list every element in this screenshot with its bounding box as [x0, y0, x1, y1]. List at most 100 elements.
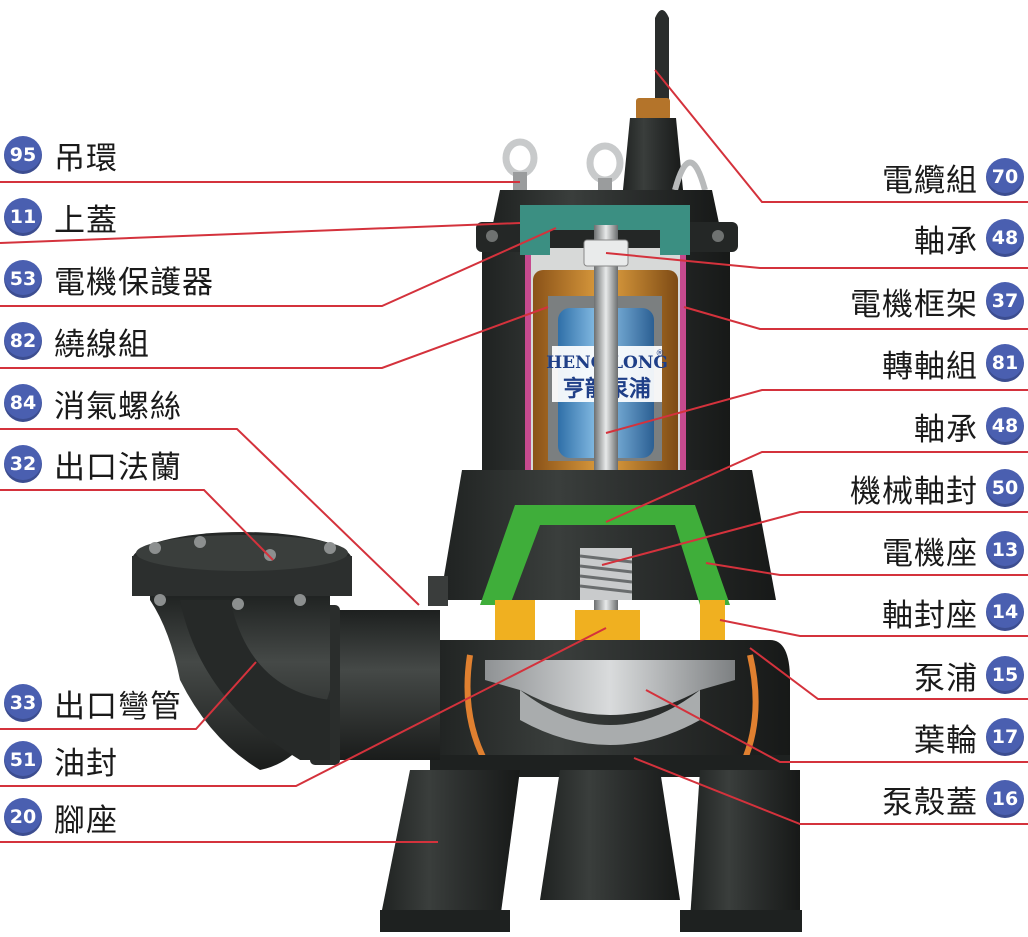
part-name: 出口彎管 — [54, 688, 182, 725]
part-name: 軸承 — [914, 411, 978, 448]
part-name: 油封 — [54, 745, 118, 782]
part-number-badge: 20 — [4, 798, 42, 836]
motor-seat-section — [480, 505, 730, 605]
leader-14 — [719, 619, 1028, 637]
bolt — [324, 542, 336, 554]
vent-screw — [428, 576, 448, 606]
cable-entry — [622, 118, 684, 200]
part-name: 消氣螺絲 — [54, 388, 182, 425]
bolt — [294, 594, 306, 606]
leader-51 — [0, 627, 607, 787]
leader-15 — [749, 647, 1028, 700]
elbow-lower — [180, 600, 330, 760]
bolt — [486, 230, 498, 242]
leader-70 — [654, 69, 1028, 203]
label-11-top-cover: 11 上蓋 — [4, 197, 118, 239]
part-name: 電機框架 — [850, 286, 978, 323]
label-16-casing-cover: 泵殼蓋 16 — [882, 779, 1024, 821]
impeller — [485, 660, 735, 715]
leader-16 — [633, 757, 1028, 825]
part-name: 上蓋 — [54, 202, 118, 239]
label-81-rotor-shaft: 轉軸組 81 — [882, 343, 1024, 385]
part-name: 泵浦 — [914, 660, 978, 697]
label-32-outlet-flange: 32 出口法蘭 — [4, 444, 182, 486]
cable-gland — [636, 98, 670, 120]
part-name: 出口法蘭 — [54, 449, 182, 486]
part-number-badge: 14 — [986, 593, 1024, 631]
lifting-ring-left — [502, 138, 538, 192]
part-name: 電纜組 — [882, 162, 978, 199]
outlet-pipe — [330, 610, 440, 760]
part-name: 泵殼蓋 — [882, 784, 978, 821]
bolt — [154, 594, 166, 606]
leader-48a — [605, 252, 1028, 269]
bolt — [149, 542, 161, 554]
foot-base-right — [680, 910, 802, 932]
label-13-motor-seat: 電機座 13 — [882, 530, 1024, 572]
label-53-motor-protector: 53 電機保護器 — [4, 259, 214, 301]
part-number-badge: 81 — [986, 344, 1024, 382]
part-number-badge: 50 — [986, 469, 1024, 507]
label-70-cable: 電纜組 70 — [882, 157, 1024, 199]
part-name: 吊環 — [54, 140, 118, 177]
leader-17 — [645, 689, 1028, 763]
leader-48b — [605, 451, 1028, 523]
part-name: 軸封座 — [882, 597, 978, 634]
part-number-badge: 48 — [986, 219, 1024, 257]
label-17-impeller: 葉輪 17 — [914, 717, 1024, 759]
label-51-oil-seal: 51 油封 — [4, 740, 118, 782]
part-number-badge: 16 — [986, 780, 1024, 818]
motor-frame-right — [680, 255, 686, 505]
part-name: 電機座 — [882, 535, 978, 572]
leader-81 — [605, 389, 1028, 434]
label-33-outlet-elbow: 33 出口彎管 — [4, 683, 182, 725]
outlet-flange-top — [136, 535, 348, 571]
label-50-mechanical-seal: 機械軸封 50 — [850, 468, 1024, 510]
part-name: 電機保護器 — [54, 264, 214, 301]
leader-32 — [0, 489, 274, 561]
part-number-badge: 48 — [986, 407, 1024, 445]
leader-53 — [0, 227, 557, 307]
handle-right — [672, 159, 708, 191]
part-number-badge: 53 — [4, 260, 42, 298]
impeller-lower — [520, 690, 700, 745]
part-number-badge: 13 — [986, 531, 1024, 569]
part-name: 轉軸組 — [882, 348, 978, 385]
part-number-badge: 84 — [4, 384, 42, 422]
pump-drawing: HENG LONG ® 亨龍泵浦 — [132, 10, 802, 932]
leader-50 — [601, 511, 1028, 566]
label-20-foot: 20 腳座 — [4, 797, 118, 839]
part-number-badge: 33 — [4, 684, 42, 722]
leader-37 — [683, 306, 1028, 330]
leader-lines — [0, 69, 1028, 843]
leader-84 — [0, 428, 420, 606]
part-name: 軸承 — [914, 223, 978, 260]
label-82-winding: 82 繞線組 — [4, 321, 150, 363]
part-name: 腳座 — [54, 802, 118, 839]
foot-left — [380, 770, 520, 920]
foot-right — [690, 770, 800, 920]
bolt — [232, 598, 244, 610]
part-number-badge: 70 — [986, 158, 1024, 196]
foot-base-left — [380, 910, 510, 932]
part-name: 葉輪 — [914, 722, 978, 759]
part-number-badge: 82 — [4, 322, 42, 360]
leader-13 — [705, 562, 1028, 576]
label-14-seal-seat: 軸封座 14 — [882, 592, 1024, 634]
motor-frame-left — [525, 255, 531, 505]
leader-33 — [0, 661, 257, 730]
mechanical-seal — [579, 548, 633, 600]
seal-seat — [495, 600, 725, 650]
label-95-lifting-ring: 95 吊環 — [4, 135, 118, 177]
label-48-bearing-lower: 軸承 48 — [914, 406, 1024, 448]
part-number-badge: 95 — [4, 136, 42, 174]
label-15-pump: 泵浦 15 — [914, 655, 1024, 697]
brand-mark: ® — [656, 349, 665, 359]
part-number-badge: 17 — [986, 718, 1024, 756]
foot-center — [540, 770, 680, 900]
bolt — [194, 536, 206, 548]
part-number-badge: 37 — [986, 282, 1024, 320]
leader-11 — [0, 222, 521, 244]
bolt — [264, 549, 276, 561]
